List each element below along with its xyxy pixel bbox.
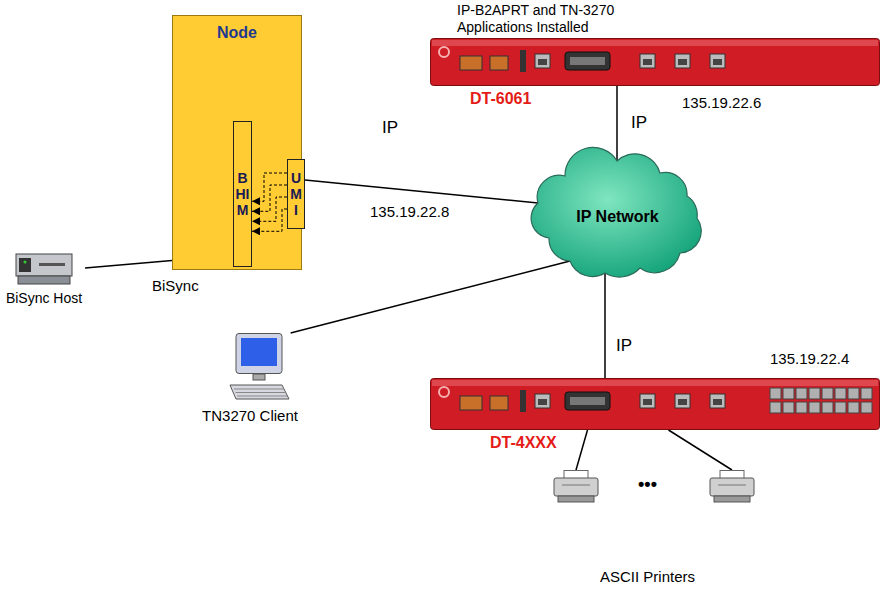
signal-arrow: [252, 185, 287, 211]
device-dt6061: DT-6061: [430, 38, 880, 86]
ip-address: 135.19.22.4: [768, 350, 851, 367]
host-icon: BiSync Host: [3, 250, 85, 312]
ellipsis-mark: •••: [540, 470, 755, 495]
network-name: IP Network: [576, 208, 658, 226]
signal-arrow: [252, 209, 287, 231]
network-link: [669, 430, 733, 470]
link-label: BiSync: [150, 277, 201, 294]
device-caption: TN3270 Client: [180, 407, 320, 424]
interface-module: UMI: [287, 159, 305, 229]
network-link: [604, 273, 606, 378]
note-text: IP-B2APRT and TN-3270 Applications Insta…: [455, 2, 669, 36]
interface-module: BHIM: [233, 121, 252, 267]
ip-address: 135.19.22.6: [680, 94, 763, 111]
module-name: BHIM: [236, 170, 250, 218]
network-link: [576, 430, 588, 470]
device-caption: BiSync Host: [3, 290, 85, 306]
network-link: [305, 180, 538, 203]
signal-arrow: [252, 197, 287, 221]
client-computer: [228, 333, 290, 403]
module-name: UMI: [289, 170, 303, 218]
device-name: DT-6061: [470, 90, 531, 108]
printer-caption: ASCII Printers: [540, 568, 755, 585]
device-chassis: [430, 378, 880, 430]
node-title: Node: [173, 16, 301, 42]
device-name: DT-4XXX: [490, 434, 557, 452]
device-dt4xxx: DT-4XXX: [430, 378, 880, 430]
signal-arrow: [252, 173, 287, 201]
ip-address: 135.19.22.8: [368, 203, 451, 220]
node-box: NodeBHIM UMI: [172, 15, 302, 270]
device-chassis: [430, 38, 880, 86]
network-cloud: IP Network: [535, 158, 700, 276]
network-link: [291, 261, 570, 333]
host-computer: [15, 250, 73, 286]
client-icon: TN3270 Client: [180, 333, 320, 425]
printer-icon: [708, 470, 756, 504]
network-link: [616, 86, 618, 161]
link-label: IP: [380, 118, 400, 138]
link-label: IP: [629, 113, 649, 133]
printer-group: ••• ASCII Printers: [540, 470, 755, 588]
link-label: IP: [614, 336, 634, 356]
printer-icon: [552, 470, 600, 504]
